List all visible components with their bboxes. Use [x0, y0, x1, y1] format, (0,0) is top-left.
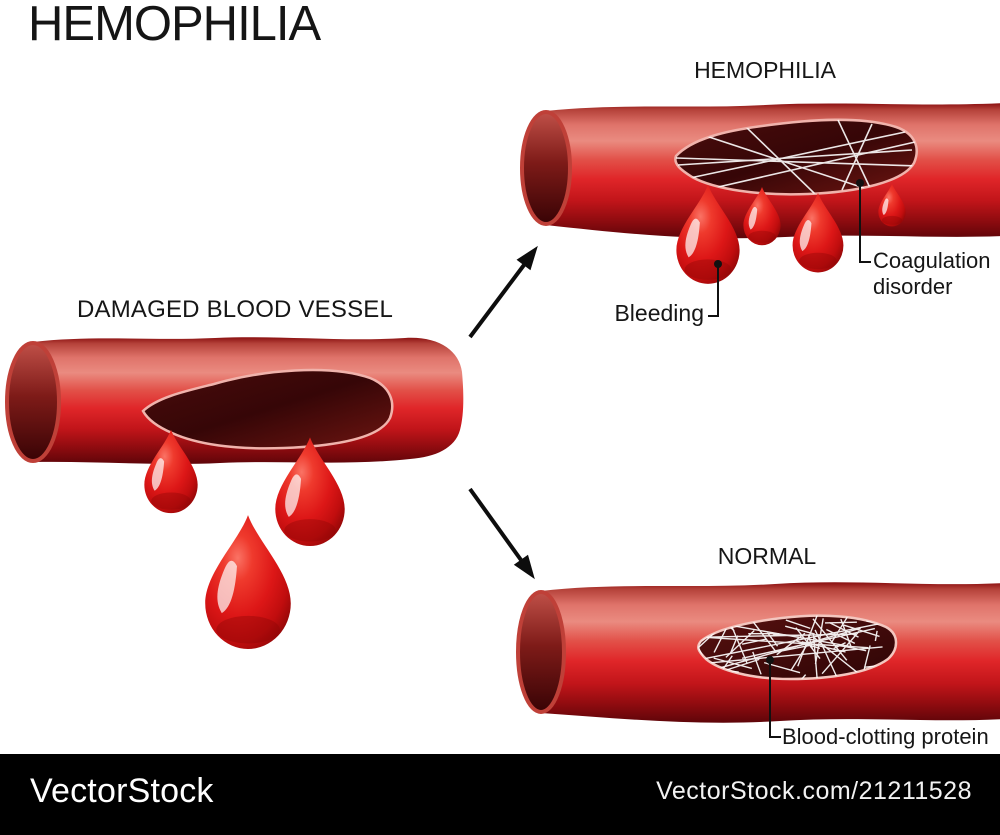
watermark-bar: VectorStock VectorStock.com/21211528	[0, 754, 1000, 835]
arrow-to-normal-icon	[468, 487, 535, 580]
vessel-hemophilia-lumen	[520, 110, 572, 226]
blood-drop-icon	[205, 515, 291, 649]
vessel-normal-lumen	[516, 590, 566, 714]
sparse-fibrin-strands	[675, 119, 917, 195]
vessel-damaged	[5, 337, 464, 649]
vessel-hemophilia	[520, 103, 1000, 284]
credit-text: VectorStock.com/21211528	[656, 777, 972, 805]
vessel-damaged-wound	[141, 368, 394, 450]
annotation-blood-clotting-protein: Blood-clotting protein	[782, 724, 989, 749]
label-damaged-blood-vessel: DAMAGED BLOOD VESSEL	[76, 296, 394, 323]
annotation-bleeding: Bleeding	[614, 300, 704, 326]
annotation-coagulation-disorder: Coagulation disorder	[873, 248, 991, 299]
brand-text: VectorStock	[30, 772, 214, 810]
vessel-normal	[516, 582, 1000, 723]
annotation-lines	[708, 179, 871, 738]
arrow-to-hemophilia-icon	[468, 245, 538, 339]
page-title: HEMOPHILIA	[28, 0, 321, 51]
vessel-damaged-lumen	[5, 341, 61, 463]
label-normal-vessel: NORMAL	[717, 543, 817, 569]
label-hemophilia-vessel: HEMOPHILIA	[694, 57, 836, 83]
